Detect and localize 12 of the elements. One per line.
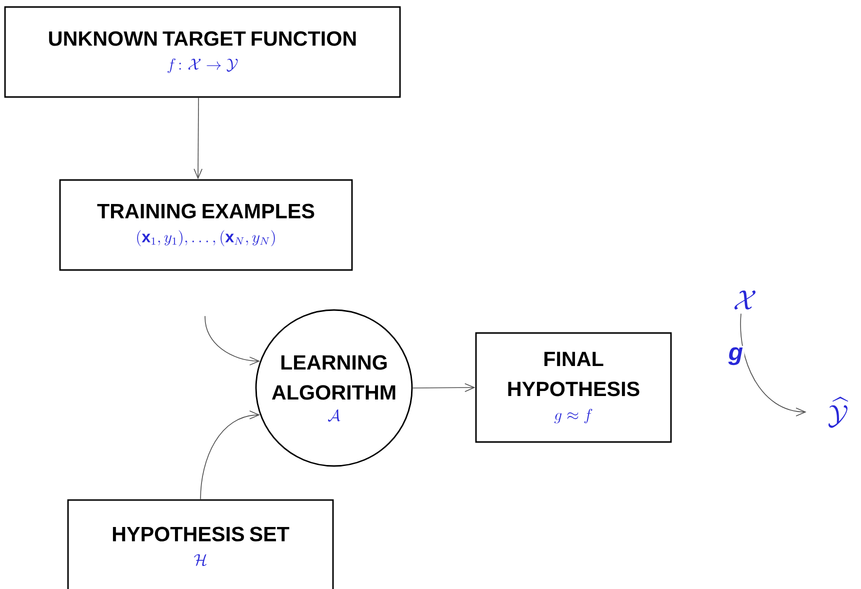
arrow (204, 316, 260, 366)
arrow (412, 383, 476, 392)
arrow (740, 313, 806, 416)
arrow (200, 410, 260, 500)
edge-label: g (727, 346, 744, 366)
process-box: TRAINING EXAMPLES $(\mathbf{x}_1, y_1), \dots, (\mathbf{x}_N, y_N)$ (59, 179, 353, 271)
math-symbol: $\widehat{\mathcal{Y}}$ (828, 396, 848, 428)
arrow (194, 97, 202, 180)
math-symbol: $\mathcal{X}$ (734, 290, 756, 310)
process-box: UNKNOWN TARGET FUNCTION $f\colon \mathcal{X} \to \mathcal{Y}$ (4, 6, 401, 98)
process-box: FINAL HYPOTHESIS $g \approx f$ (475, 332, 672, 443)
process-box: HYPOTHESIS SET $\mathcal{H}$ (67, 499, 334, 589)
